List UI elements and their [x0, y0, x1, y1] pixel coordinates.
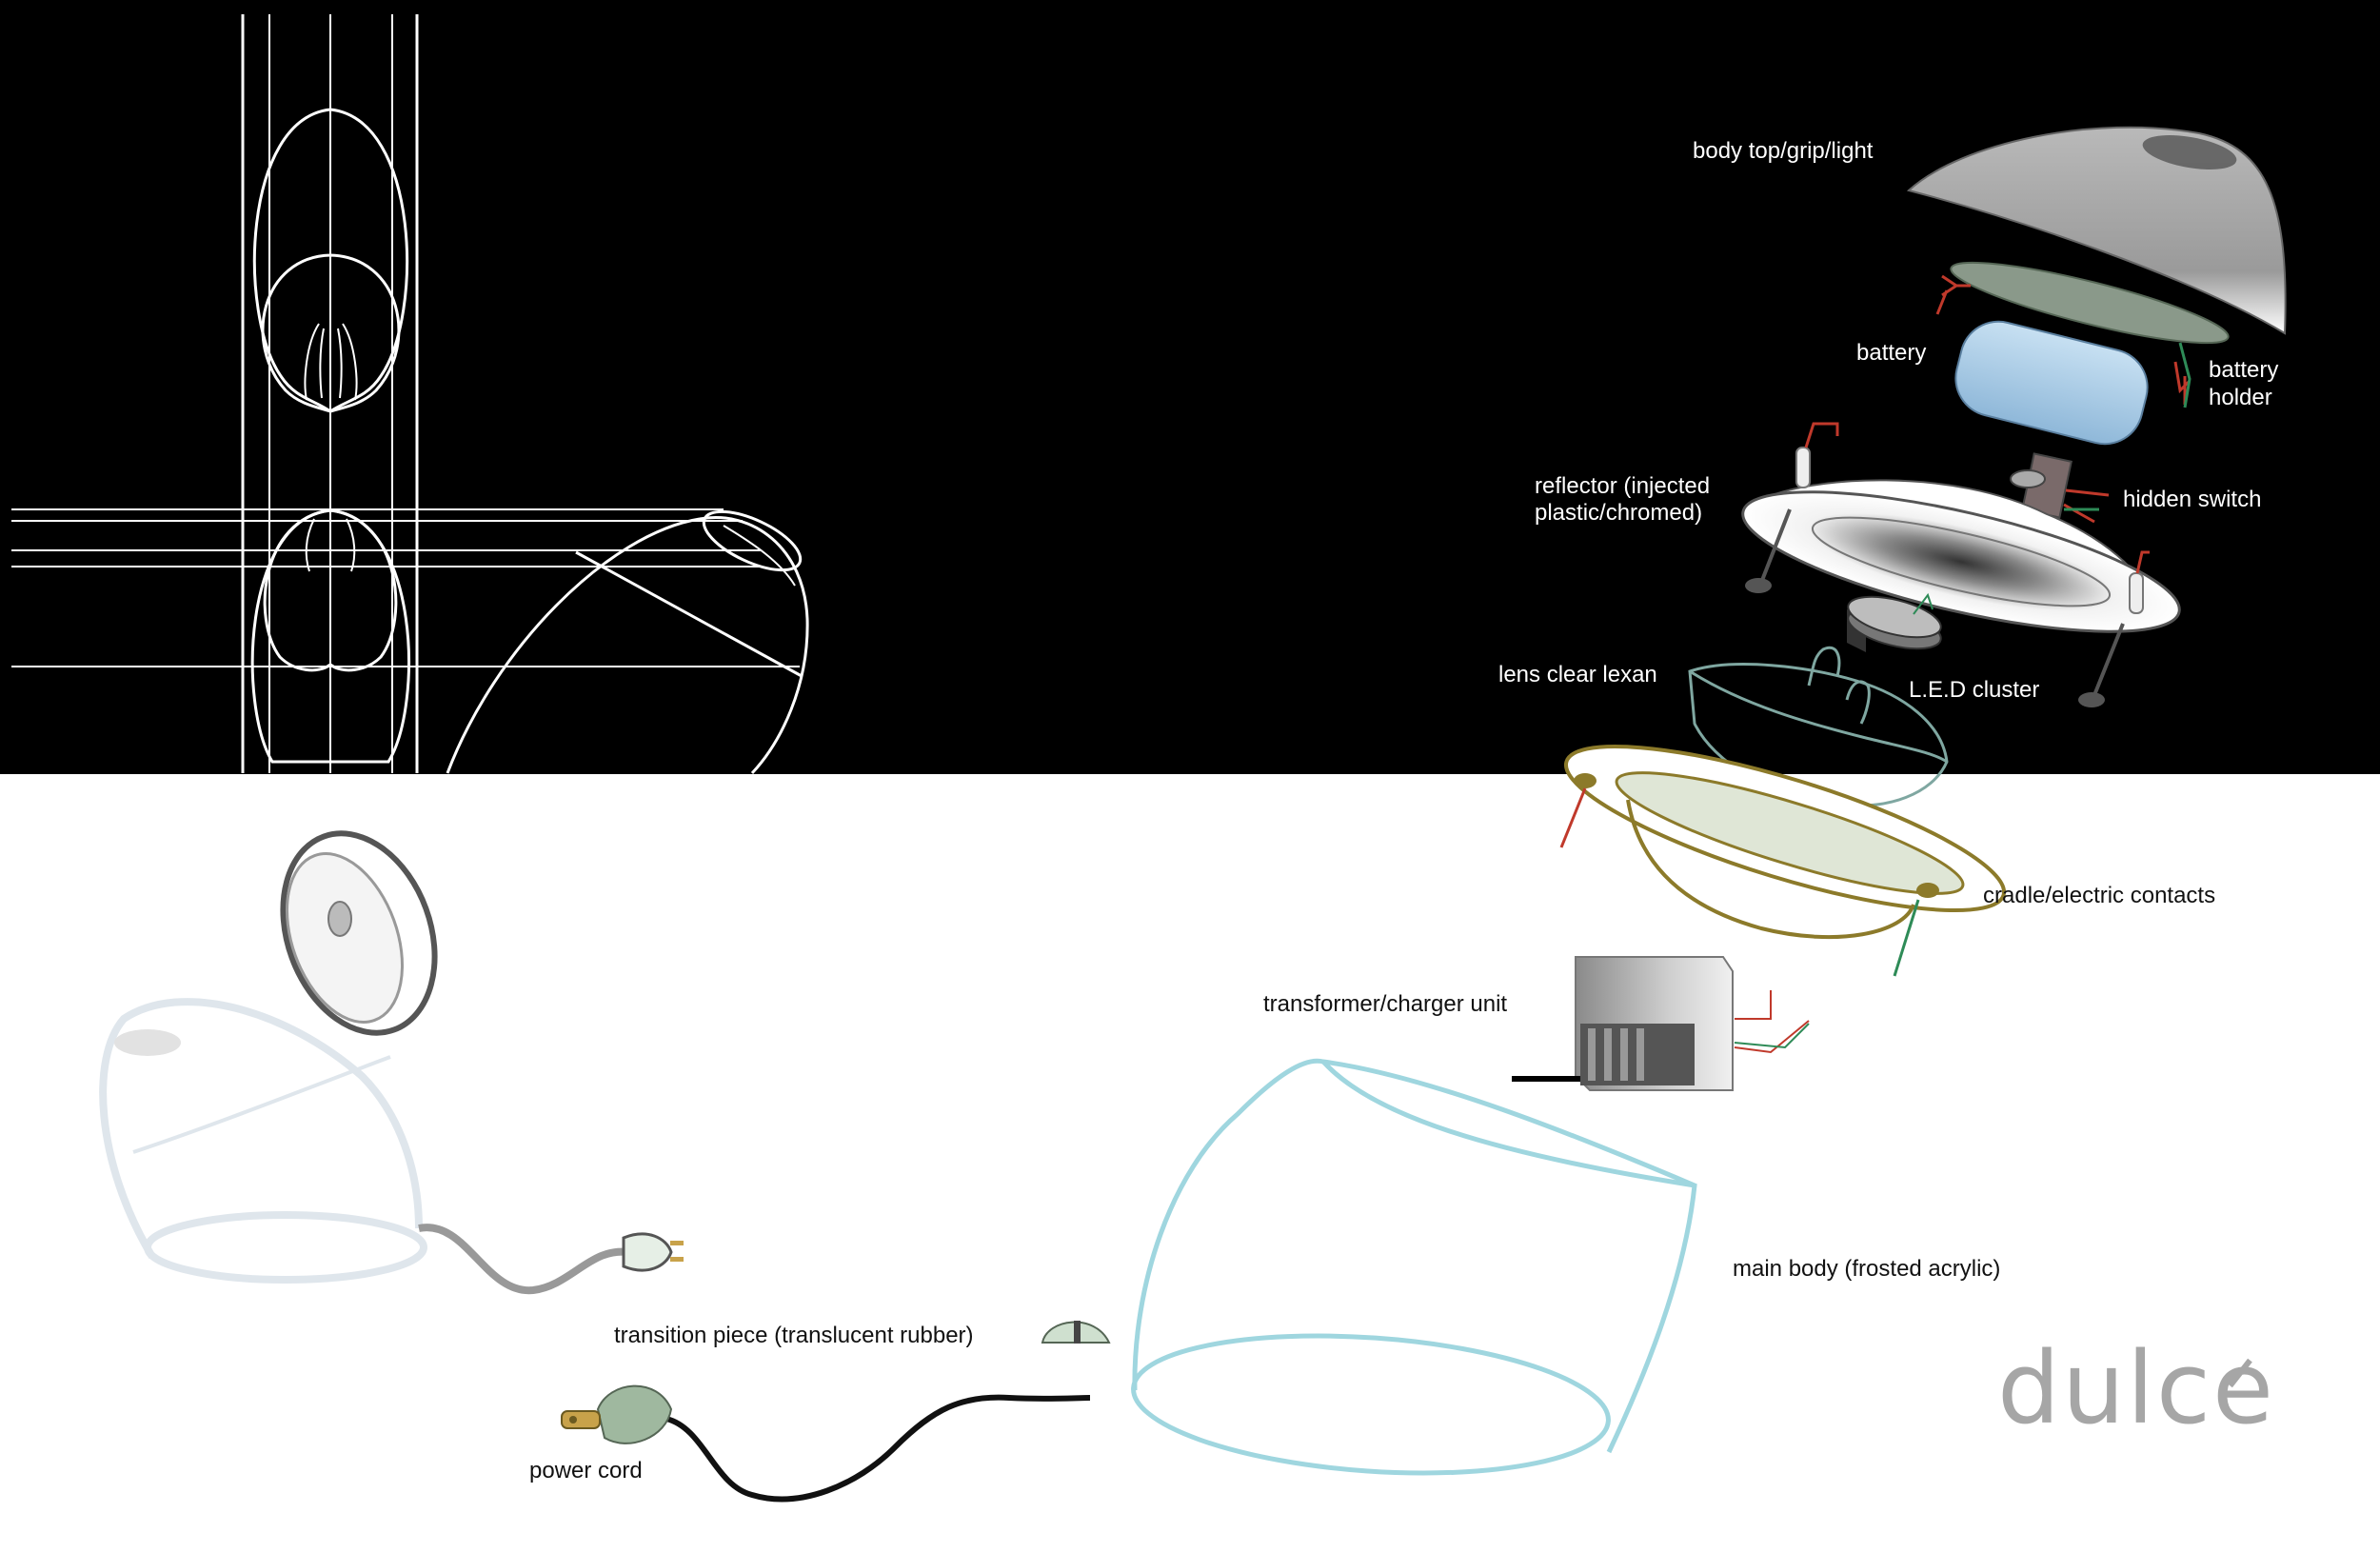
label-power-cord: power cord	[529, 1458, 643, 1483]
label-led-cluster: L.E.D cluster	[1909, 677, 2040, 703]
transformer-part	[1512, 956, 1810, 1091]
label-battery: battery	[1856, 340, 1927, 366]
label-cradle: cradle/electric contacts	[1983, 883, 2216, 908]
main-body-part	[1131, 1058, 1697, 1476]
preview-plug	[622, 1232, 684, 1272]
preview-main-body	[99, 998, 427, 1284]
battery-holder-plate	[1935, 261, 2230, 408]
transition-piece-part	[1041, 1321, 1111, 1344]
body-top-dome	[1906, 126, 2287, 335]
label-transition-piece: transition piece (translucent rubber)	[614, 1323, 974, 1348]
led-cluster-part	[1847, 592, 1942, 652]
label-reflector-line2: plastic/chromed)	[1535, 500, 1703, 526]
label-battery-holder-line2: holder	[2209, 385, 2272, 410]
label-main-body: main body (frosted acrylic)	[1733, 1256, 2001, 1282]
label-lens: lens clear lexan	[1498, 662, 1657, 687]
reflector-dish	[1741, 422, 2181, 707]
cradle-part	[1559, 744, 2007, 977]
label-reflector-line1: reflector (injected	[1535, 473, 1711, 499]
power-cord-part	[561, 1384, 1091, 1503]
label-hidden-switch: hidden switch	[2123, 487, 2262, 512]
label-transformer: transformer/charger unit	[1263, 991, 1508, 1017]
preview-cord	[418, 1224, 629, 1295]
label-battery-holder-line1: battery	[2209, 357, 2279, 383]
preview-highlight	[114, 1029, 181, 1056]
preview-light-head	[280, 830, 438, 1036]
battery-cell	[1954, 320, 2149, 446]
hidden-switch-part	[2010, 452, 2110, 524]
brand-logo: dulce	[1997, 1330, 2275, 1446]
label-body-top: body top/grip/light	[1693, 138, 1874, 164]
